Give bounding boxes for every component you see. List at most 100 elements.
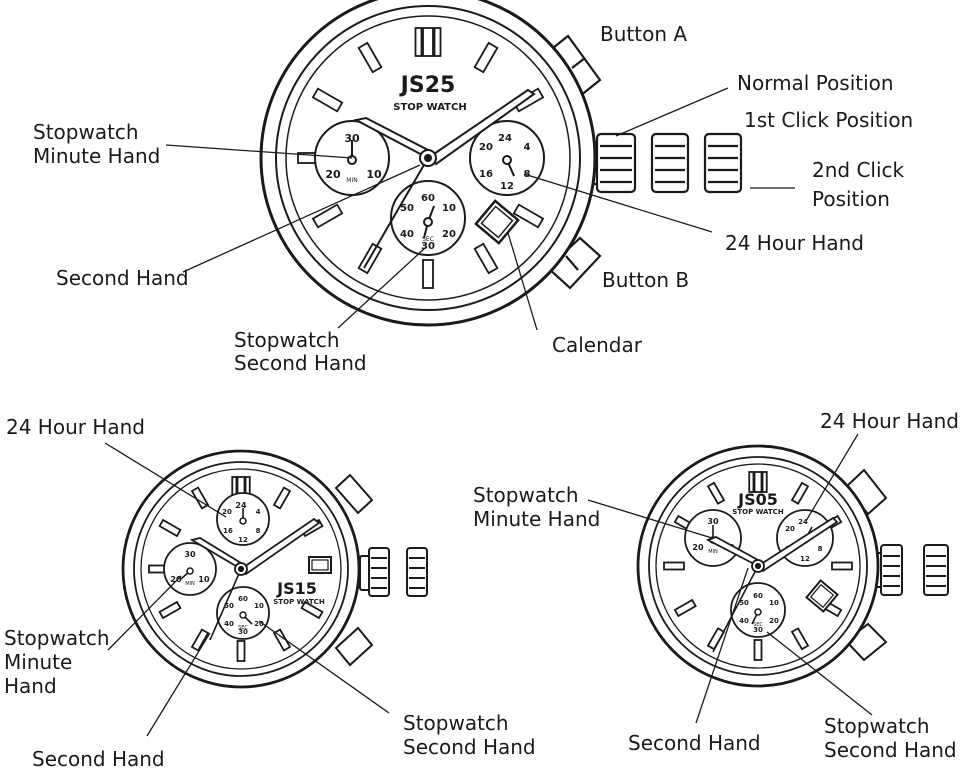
hour-index-12-left <box>748 471 755 493</box>
subdial-number: 12 <box>800 555 810 563</box>
subdial-number: 24 <box>798 518 808 526</box>
subdial-number: 10 <box>254 602 264 610</box>
subdial-number: 24 <box>235 501 247 510</box>
hour-index <box>790 481 810 505</box>
subdial-number: 12 <box>238 536 248 544</box>
callout-minute-hand-line1: Stopwatch <box>4 626 110 650</box>
callout-minute-hand-line1: Stopwatch <box>33 120 139 144</box>
subdial-number: 30 <box>344 132 360 145</box>
subdial-second: 60 50 10 40 20 30 SEC <box>216 586 270 640</box>
subdial-number: 30 <box>421 241 435 252</box>
callout-stopwatch-second-hand-line2: Second Hand <box>234 351 367 375</box>
calendar-window <box>474 199 520 245</box>
subdial-number: 60 <box>753 592 763 600</box>
callout-24-hour-hand: 24 Hour Hand <box>725 231 864 255</box>
hour-indices <box>663 471 853 661</box>
leader-lines <box>165 87 795 331</box>
subdial-number: 16 <box>223 527 233 535</box>
callout-second-hand: Second Hand <box>56 266 189 290</box>
leader-lines <box>104 442 390 737</box>
subdial-number: 20 <box>254 620 264 628</box>
subdial-unit: MIN <box>185 581 195 587</box>
dial <box>285 15 571 301</box>
subdial-number: 50 <box>224 602 234 610</box>
subdial-unit: SEC <box>753 622 763 628</box>
callout-normal-position: Normal Position <box>737 71 894 95</box>
subdial-24-hour: 24 20 4 16 8 12 <box>216 492 270 546</box>
subdial-number: 50 <box>739 599 749 607</box>
subdial-number: 8 <box>818 545 823 553</box>
callout-minute-hand-line3: Hand <box>4 674 57 698</box>
subdial-number: 20 <box>692 543 704 552</box>
subdial-number: 40 <box>739 617 749 625</box>
subdial-unit: MIN <box>346 177 357 184</box>
subdial-number: 40 <box>224 620 234 628</box>
hour-index <box>190 628 210 652</box>
subdial-unit: SEC <box>422 236 434 243</box>
leader-lines <box>587 433 873 724</box>
callout-minute-hand-line2: Minute <box>4 650 72 674</box>
callout-24-hour-hand: 24 Hour Hand <box>820 409 959 433</box>
subdial-minute: 30 20 10 MIN <box>163 542 217 596</box>
subdial-number: 12 <box>500 181 514 192</box>
hour-index <box>158 600 182 620</box>
callout-24-hour-hand: 24 Hour Hand <box>6 415 145 439</box>
subdial-number: 10 <box>442 203 456 214</box>
hour-index <box>311 203 344 229</box>
crown <box>359 547 428 597</box>
callout-minute-hand-line1: Stopwatch <box>473 483 579 507</box>
callout-button-a: Button A <box>600 22 687 46</box>
hour-index <box>473 242 499 275</box>
watch-js15: 24 20 4 16 8 12 30 20 10 MIN 60 50 10 40… <box>4 415 536 771</box>
subdial-number: 20 <box>222 508 232 516</box>
hour-index-12-right <box>761 471 768 493</box>
calendar-window <box>308 556 332 574</box>
callout-stopwatch-second-hand-line1: Stopwatch <box>234 328 340 352</box>
subdial-number: 40 <box>400 229 414 240</box>
callout-minute-hand-line2: Minute Hand <box>33 144 160 168</box>
callout-2nd-click-position-line2: Position <box>812 187 890 211</box>
subdial-number: 30 <box>184 550 196 559</box>
main-hands <box>189 517 321 641</box>
subdial-number: 20 <box>785 525 795 533</box>
hour-index-12-left <box>414 27 423 57</box>
crown <box>871 544 949 596</box>
main-hands <box>353 88 536 269</box>
pushers <box>334 473 374 667</box>
subdial-number: 30 <box>707 517 719 526</box>
hour-index <box>473 41 499 74</box>
callout-2nd-click-position-line1: 2nd Click <box>812 158 905 182</box>
hour-index <box>790 627 810 651</box>
subdial-second: 60 50 10 40 20 30 SEC <box>390 180 466 256</box>
subdial-number: 20 <box>325 168 341 181</box>
subdial-number: 60 <box>421 193 435 204</box>
hour-index <box>311 87 344 113</box>
subdial-number: 10 <box>769 599 779 607</box>
callout-minute-hand-line2: Minute Hand <box>473 507 600 531</box>
callout-stopwatch-second-hand-line1: Stopwatch <box>403 711 509 735</box>
brand-subtitle: STOP WATCH <box>393 102 466 113</box>
subdial-number: 8 <box>256 527 261 535</box>
second-hand <box>363 157 429 269</box>
callout-1st-click-position: 1st Click Position <box>744 108 913 132</box>
subdial-number: 4 <box>256 508 261 516</box>
subdial-number: 30 <box>753 626 763 634</box>
subdial-number: 20 <box>479 142 493 153</box>
subdial-number: 16 <box>479 169 493 180</box>
subdial-number: 20 <box>170 575 182 584</box>
callout-stopwatch-second-hand-line2: Second Hand <box>824 738 957 762</box>
hour-index <box>753 471 763 493</box>
hour-indices <box>148 476 324 662</box>
subdial-number: 20 <box>769 617 779 625</box>
hour-index <box>300 600 324 620</box>
subdial-number: 4 <box>524 142 531 153</box>
subdial-number: 10 <box>198 575 210 584</box>
subdial-number: 60 <box>238 595 248 603</box>
brand-label: JS25 <box>399 73 456 98</box>
brand-subtitle: STOP WATCH <box>273 598 325 606</box>
callout-second-hand: Second Hand <box>628 731 761 755</box>
hour-index <box>673 598 697 618</box>
subdial-number: 10 <box>366 168 382 181</box>
